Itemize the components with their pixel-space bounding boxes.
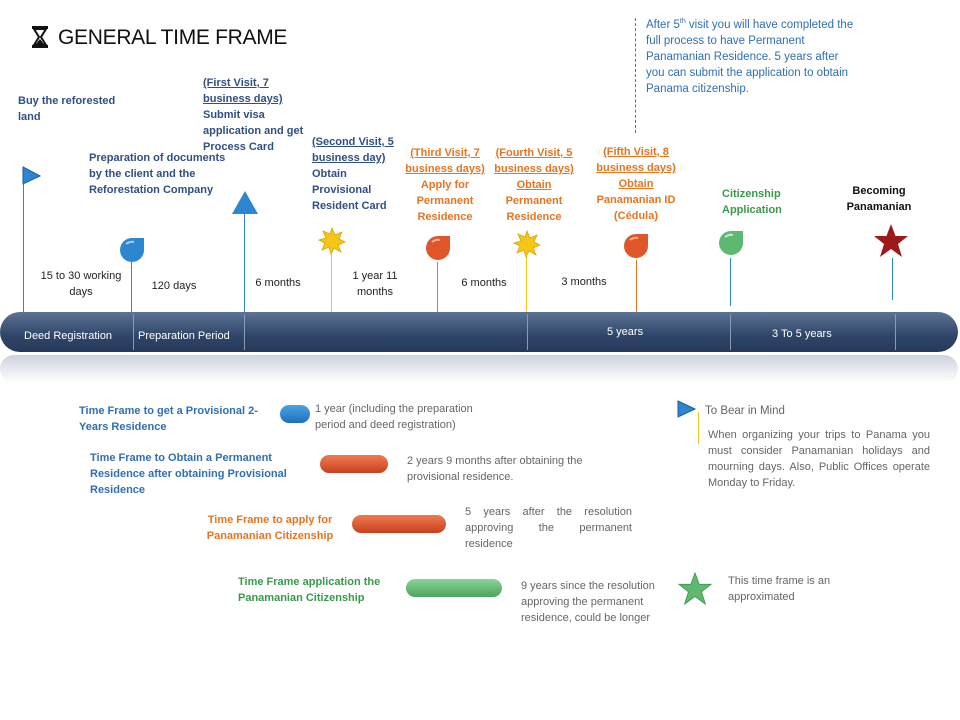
drop-icon <box>624 234 648 258</box>
legend-label-provisional: Time Frame to get a Provisional 2-Years … <box>79 405 258 433</box>
milestone-second-visit: (Second Visit, 5 business day) Obtain Pr… <box>312 136 394 212</box>
connector-line <box>23 170 24 314</box>
connector-line <box>892 258 893 300</box>
legend-label-apply-citizenship: Time Frame to apply for Panamanian Citiz… <box>206 514 334 542</box>
connector-line <box>131 262 132 314</box>
connector-line <box>244 214 245 314</box>
connector-line <box>636 260 637 314</box>
note-line <box>698 412 699 444</box>
legend-pill-orange <box>320 455 388 473</box>
legend-text-provisional: 1 year (including the preparation period… <box>315 403 473 431</box>
bear-in-mind-title: To Bear in Mind <box>705 405 785 417</box>
legend-pill-blue <box>280 405 310 423</box>
approx-note: This time frame is an approximated <box>728 575 831 603</box>
duration-label: 1 year 11 months <box>352 270 398 298</box>
triangle-icon <box>232 191 258 214</box>
milestone-preparation: Preparation of documents by the client a… <box>89 152 226 196</box>
duration-label: 6 months <box>255 277 301 289</box>
hourglass-icon <box>32 26 48 48</box>
milestone-citizenship: Citizenship Application <box>722 188 782 216</box>
drop-icon <box>426 236 450 260</box>
legend-text-citizenship: 9 years since the resolution approving t… <box>521 580 655 624</box>
bar-label-3-to-5-years: 3 To 5 years <box>772 328 832 340</box>
connector-line <box>331 254 332 314</box>
sun-icon <box>318 227 346 255</box>
drop-icon <box>120 238 144 262</box>
bar-separator <box>244 314 245 350</box>
bear-in-mind-text: When organizing your trips to Panama you… <box>708 429 930 489</box>
star-icon <box>678 572 712 606</box>
bar-label-preparation: Preparation Period <box>138 330 230 342</box>
duration-label: 120 days <box>151 280 197 292</box>
bar-label-5-years: 5 years <box>607 326 644 338</box>
bar-separator <box>895 314 896 350</box>
note-divider <box>635 18 636 133</box>
bar-separator <box>730 314 731 350</box>
fifth-visit-note: After 5th visit you will have completed … <box>646 18 854 95</box>
star-icon <box>874 224 908 257</box>
bar-separator <box>133 314 134 350</box>
bar-label-deed: Deed Registration <box>24 330 113 342</box>
milestone-first-visit: (First Visit, 7 business days) Submit vi… <box>203 77 304 153</box>
milestone-buy-land: Buy the reforested land <box>18 95 116 123</box>
legend-label-permanent: Time Frame to Obtain a Permanent Residen… <box>90 452 287 496</box>
legend-pill-red <box>352 515 446 533</box>
bar-separator <box>527 314 528 350</box>
page-title: GENERAL TIME FRAME <box>58 26 288 49</box>
legend-text-apply-citizenship: 5 years after the resolution approving t… <box>465 506 632 550</box>
duration-label: 6 months <box>461 277 507 289</box>
milestone-becoming: Becoming Panamanian <box>846 185 912 213</box>
sun-icon <box>513 230 541 258</box>
legend-text-permanent: 2 years 9 months after obtaining the pro… <box>407 455 583 483</box>
flag-icon <box>677 400 697 418</box>
duration-label: 15 to 30 working days <box>40 270 122 298</box>
timeline-bar <box>0 312 958 352</box>
legend-label-citizenship: Time Frame application the Panamanian Ci… <box>238 576 381 604</box>
timeline-reflection <box>0 355 958 383</box>
connector-line <box>730 258 731 306</box>
flag-icon <box>22 166 42 185</box>
connector-line <box>526 256 527 314</box>
duration-label: 3 months <box>561 276 607 288</box>
milestone-fifth-visit: (Fifth Visit, 8 business days) Obtain Pa… <box>596 146 676 222</box>
legend-pill-green <box>406 579 502 597</box>
milestone-third-visit: (Third Visit, 7 business days) Apply for… <box>405 147 485 223</box>
connector-line <box>437 262 438 314</box>
milestone-fourth-visit: (Fourth Visit, 5 business days) Obtain P… <box>494 147 574 223</box>
drop-icon <box>719 231 743 255</box>
